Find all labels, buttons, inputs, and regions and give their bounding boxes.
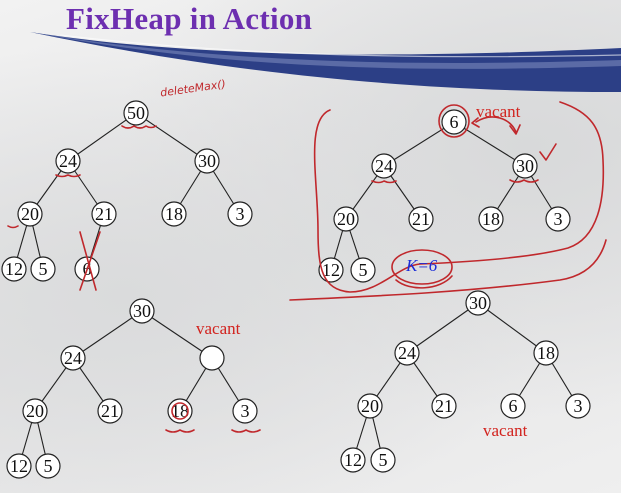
node-label: 24 xyxy=(375,156,393,176)
node-label: 12 xyxy=(344,450,362,470)
node-label: 20 xyxy=(361,396,379,416)
node-5: 5 xyxy=(350,257,376,283)
node-label: 24 xyxy=(398,343,416,363)
node-21: 21 xyxy=(91,201,117,227)
node-label: 12 xyxy=(10,456,28,476)
vacant-label-top: vacant xyxy=(476,102,521,121)
node-label: 21 xyxy=(101,401,119,421)
node-label: 5 xyxy=(359,260,368,280)
node-label: 6 xyxy=(450,112,459,132)
node-21: 21 xyxy=(408,206,434,232)
node-20: 20 xyxy=(357,393,383,419)
node-5: 5 xyxy=(30,256,56,282)
node-18: 18 xyxy=(533,340,559,366)
node-6: 6 xyxy=(441,109,467,135)
node-20: 20 xyxy=(22,398,48,424)
vacant-label-bottom-right: vacant xyxy=(483,421,528,440)
node-label: 30 xyxy=(133,301,151,321)
node-21: 21 xyxy=(97,398,123,424)
vacant-label-bottom-left: vacant xyxy=(196,319,241,338)
node-label: 24 xyxy=(64,348,82,368)
node-20: 20 xyxy=(333,206,359,232)
node-24: 24 xyxy=(55,148,81,174)
node-label: 20 xyxy=(26,401,44,421)
node-24: 24 xyxy=(371,153,397,179)
node-label: 30 xyxy=(469,293,487,313)
node-label: 24 xyxy=(59,151,77,171)
node-label: 5 xyxy=(379,450,388,470)
node-20: 20 xyxy=(17,201,43,227)
node-30: 30 xyxy=(129,298,155,324)
node-label: 6 xyxy=(509,396,518,416)
node-label: 3 xyxy=(236,204,245,224)
node-5: 5 xyxy=(35,453,61,479)
node-50: 50 xyxy=(123,100,149,126)
node-label: 21 xyxy=(95,204,113,224)
node-label: 12 xyxy=(5,259,23,279)
node-24: 24 xyxy=(60,345,86,371)
node-label: 20 xyxy=(337,209,355,229)
node-vacant xyxy=(199,345,225,371)
node-label: 5 xyxy=(44,456,53,476)
node-18: 18 xyxy=(478,206,504,232)
tree-2: 6 24 30 20 21 18 3 12 5 xyxy=(318,109,571,283)
node-label: 18 xyxy=(165,204,183,224)
node-24: 24 xyxy=(394,340,420,366)
node-12: 12 xyxy=(340,447,366,473)
node-3: 3 xyxy=(227,201,253,227)
node-label: 3 xyxy=(574,396,583,416)
tree-3-annotations xyxy=(165,402,261,433)
node-label: 18 xyxy=(537,343,555,363)
node-label: 5 xyxy=(39,259,48,279)
node-label: 21 xyxy=(435,396,453,416)
node-label: 21 xyxy=(412,209,430,229)
node-30: 30 xyxy=(465,290,491,316)
node-12: 12 xyxy=(6,453,32,479)
tree-2-annotations xyxy=(289,101,607,301)
node-label: 50 xyxy=(127,103,145,123)
slide-title: FixHeap in Action xyxy=(66,1,313,36)
node-5: 5 xyxy=(370,447,396,473)
node-18: 18 xyxy=(161,201,187,227)
node-label: 20 xyxy=(21,204,39,224)
node-label: 30 xyxy=(516,156,534,176)
node-label: 18 xyxy=(171,401,189,421)
k-label: K=6 xyxy=(406,256,438,275)
node-3: 3 xyxy=(232,398,258,424)
header-band xyxy=(30,32,621,92)
node-3: 3 xyxy=(545,206,571,232)
node-label: 12 xyxy=(322,260,340,280)
node-12: 12 xyxy=(1,256,27,282)
tree-1-annotations xyxy=(7,125,157,291)
node-30: 30 xyxy=(512,153,538,179)
node-3: 3 xyxy=(565,393,591,419)
node-6: 6 xyxy=(500,393,526,419)
node-30: 30 xyxy=(194,148,220,174)
node-label: 3 xyxy=(241,401,250,421)
node-label: 30 xyxy=(198,151,216,171)
node-label: 3 xyxy=(554,209,563,229)
node-21: 21 xyxy=(431,393,457,419)
tree-1: 50 24 30 20 21 18 3 12 5 6 xyxy=(1,100,253,282)
node-label: 18 xyxy=(482,209,500,229)
tree-4: 30 24 18 20 21 6 3 12 5 xyxy=(340,290,591,473)
